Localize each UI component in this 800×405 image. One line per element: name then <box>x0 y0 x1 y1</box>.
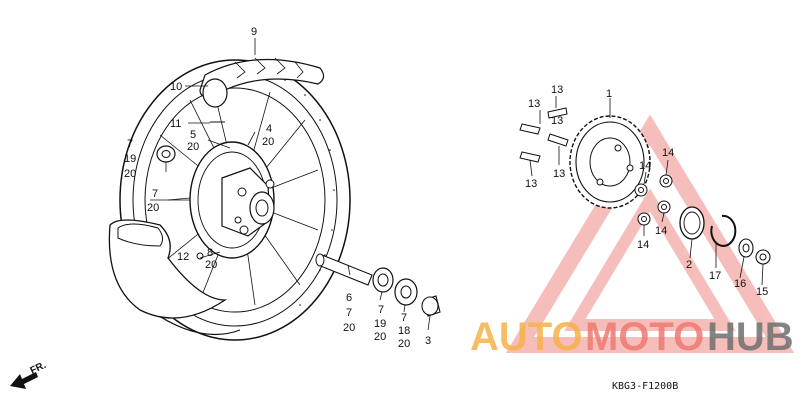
leader-lines <box>165 38 764 331</box>
callout-20: 20 <box>187 141 199 153</box>
callout-8: 8 <box>207 247 213 259</box>
callout-14: 14 <box>637 239 649 251</box>
callout-labels: 9 10 11 5 20 4 20 7 19 20 7 20 8 20 12 6… <box>124 26 768 350</box>
callout-20: 20 <box>147 202 159 214</box>
forward-direction-arrow: FR. <box>10 360 48 389</box>
axle-parts <box>156 145 441 317</box>
rear-wheel <box>108 57 351 341</box>
callout-20: 20 <box>398 338 410 350</box>
callout-13: 13 <box>551 84 563 96</box>
callout-2: 2 <box>686 259 692 271</box>
watermark-logo: AUTO MOTO HUB <box>470 315 794 359</box>
sprocket-assembly <box>519 107 771 265</box>
callout-7: 7 <box>346 307 352 319</box>
callout-19: 19 <box>124 153 136 165</box>
watermark-hub: HUB <box>707 315 794 359</box>
callout-7: 7 <box>378 304 384 316</box>
direction-label: FR. <box>29 360 48 377</box>
callout-11: 11 <box>170 118 181 130</box>
callout-18: 18 <box>398 325 410 337</box>
callout-7: 7 <box>152 188 158 200</box>
part-code: KBG3-F1200B <box>612 381 678 392</box>
callout-7: 7 <box>401 312 407 324</box>
callout-14: 14 <box>655 225 667 237</box>
callout-19: 19 <box>374 318 386 330</box>
callout-20: 20 <box>124 168 136 180</box>
callout-1: 1 <box>606 88 612 100</box>
callout-13: 13 <box>528 98 540 110</box>
watermark-triangle <box>505 114 795 353</box>
callout-20: 20 <box>205 259 217 271</box>
callout-17: 17 <box>709 270 721 282</box>
watermark-moto: MOTO <box>585 315 704 359</box>
callout-13: 13 <box>551 115 563 127</box>
callout-15: 15 <box>756 286 768 298</box>
callout-10: 10 <box>170 81 182 93</box>
callout-16: 16 <box>734 278 746 290</box>
watermark-auto: AUTO <box>470 315 583 359</box>
callout-5: 5 <box>190 129 196 141</box>
callout-20: 20 <box>262 136 274 148</box>
callout-4: 4 <box>266 123 272 135</box>
callout-14: 14 <box>662 147 674 159</box>
callout-20: 20 <box>343 322 355 334</box>
callout-7: 7 <box>127 138 133 150</box>
callout-13: 13 <box>525 178 537 190</box>
callout-20: 20 <box>374 331 386 343</box>
callout-13: 13 <box>553 168 565 180</box>
callout-14: 14 <box>639 160 651 172</box>
callout-9: 9 <box>251 26 257 38</box>
callout-6: 6 <box>346 292 352 304</box>
callout-3: 3 <box>425 335 431 347</box>
callout-12: 12 <box>177 251 189 263</box>
